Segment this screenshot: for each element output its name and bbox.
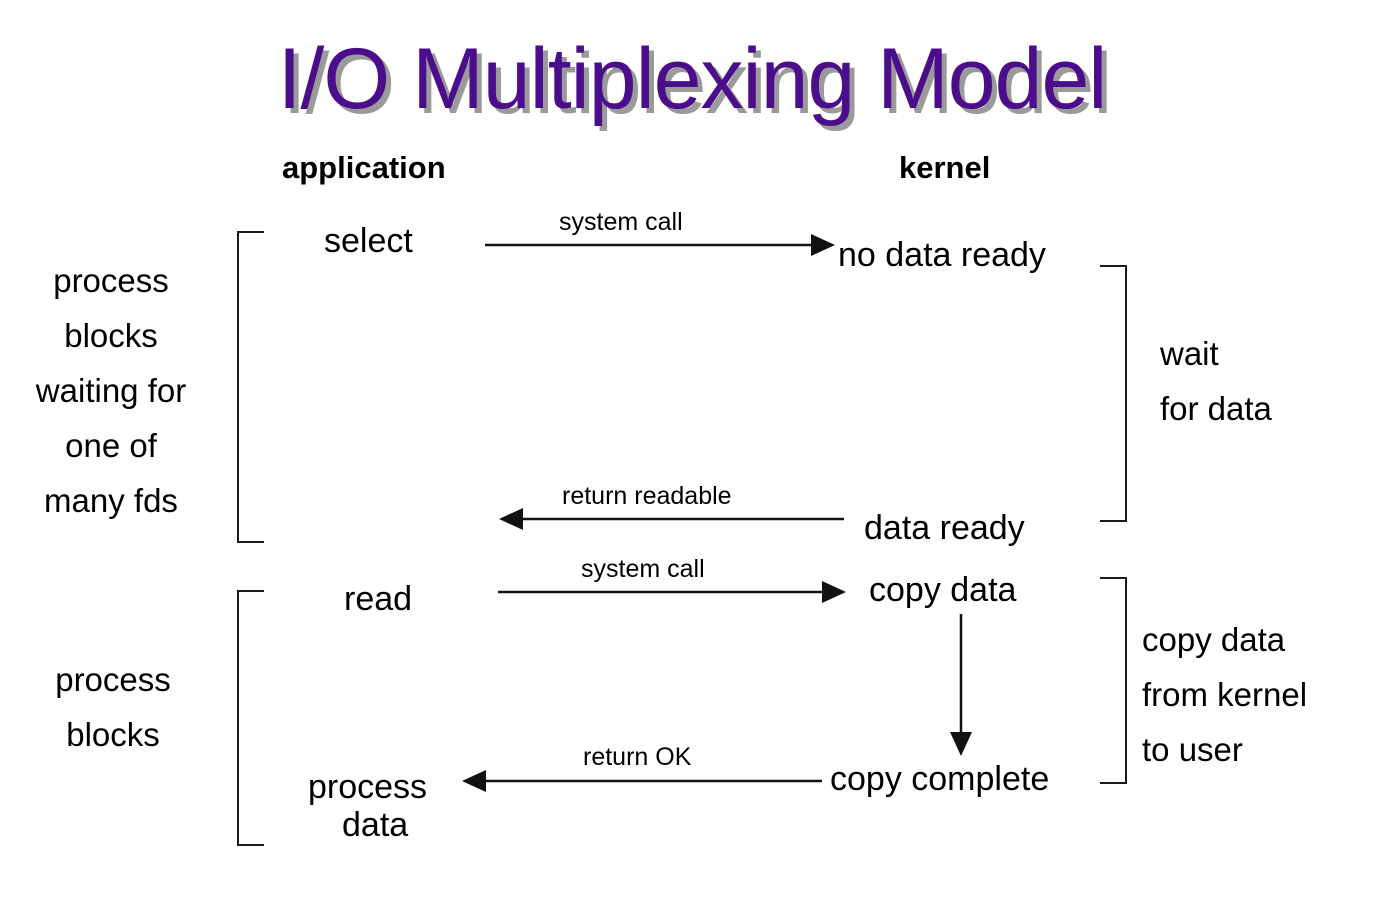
annotation-line: copy data [1142, 621, 1286, 658]
bracket-right-copy [1100, 577, 1127, 784]
page-title: I/O Multiplexing Model [277, 31, 1108, 127]
bracket-left-copy [237, 590, 264, 846]
node-data-ready: data ready [864, 509, 1025, 547]
annotation-line: blocks [66, 716, 160, 754]
node-process-data: process data [308, 768, 427, 844]
arrow-copy-progress-down-icon [950, 614, 972, 756]
node-no-data-ready: no data ready [838, 236, 1046, 274]
annotation-line: from kernel [1142, 676, 1308, 714]
arrow-system-call-select [485, 234, 835, 256]
node-select: select [324, 222, 413, 260]
arrow-return-ok [462, 770, 822, 792]
column-header-application: application [282, 150, 446, 185]
node-process-data-line-1: process [308, 768, 428, 806]
annotation-line: one of [65, 427, 157, 465]
arrow-return-readable [499, 508, 844, 530]
annotation-line: blocks [64, 317, 158, 355]
bracket-right-wait [1100, 265, 1127, 522]
annotation-process-blocks: process blocks [0, 652, 226, 762]
arrow-caption-system-call-2: system call [581, 555, 705, 583]
arrow-caption-system-call-1: system call [559, 208, 683, 236]
bracket-left-wait [237, 231, 264, 543]
annotation-line: process [55, 661, 171, 698]
annotation-line: to user [1142, 731, 1243, 769]
annotation-line: wait [1160, 335, 1219, 372]
arrow-caption-return-readable: return readable [562, 482, 732, 510]
column-header-kernel: kernel [899, 150, 991, 185]
arrow-system-call-read [498, 581, 846, 603]
arrow-caption-return-ok: return OK [583, 743, 692, 771]
annotation-line: many fds [44, 482, 178, 520]
node-read: read [344, 580, 413, 618]
annotation-line: waiting for [35, 372, 187, 410]
node-copy-data: copy data [869, 571, 1017, 609]
annotation-copy-data-from-kernel-to-user: copy data from kernel to user [1142, 612, 1307, 777]
annotation-wait-for-data: wait for data [1160, 326, 1272, 436]
annotation-line: for data [1160, 390, 1272, 428]
annotation-process-blocks-waiting: process blocks waiting for one of many f… [0, 253, 222, 529]
node-copy-complete: copy complete [830, 760, 1050, 798]
annotation-line: process [53, 262, 169, 299]
node-process-data-line-2: data [342, 806, 409, 845]
